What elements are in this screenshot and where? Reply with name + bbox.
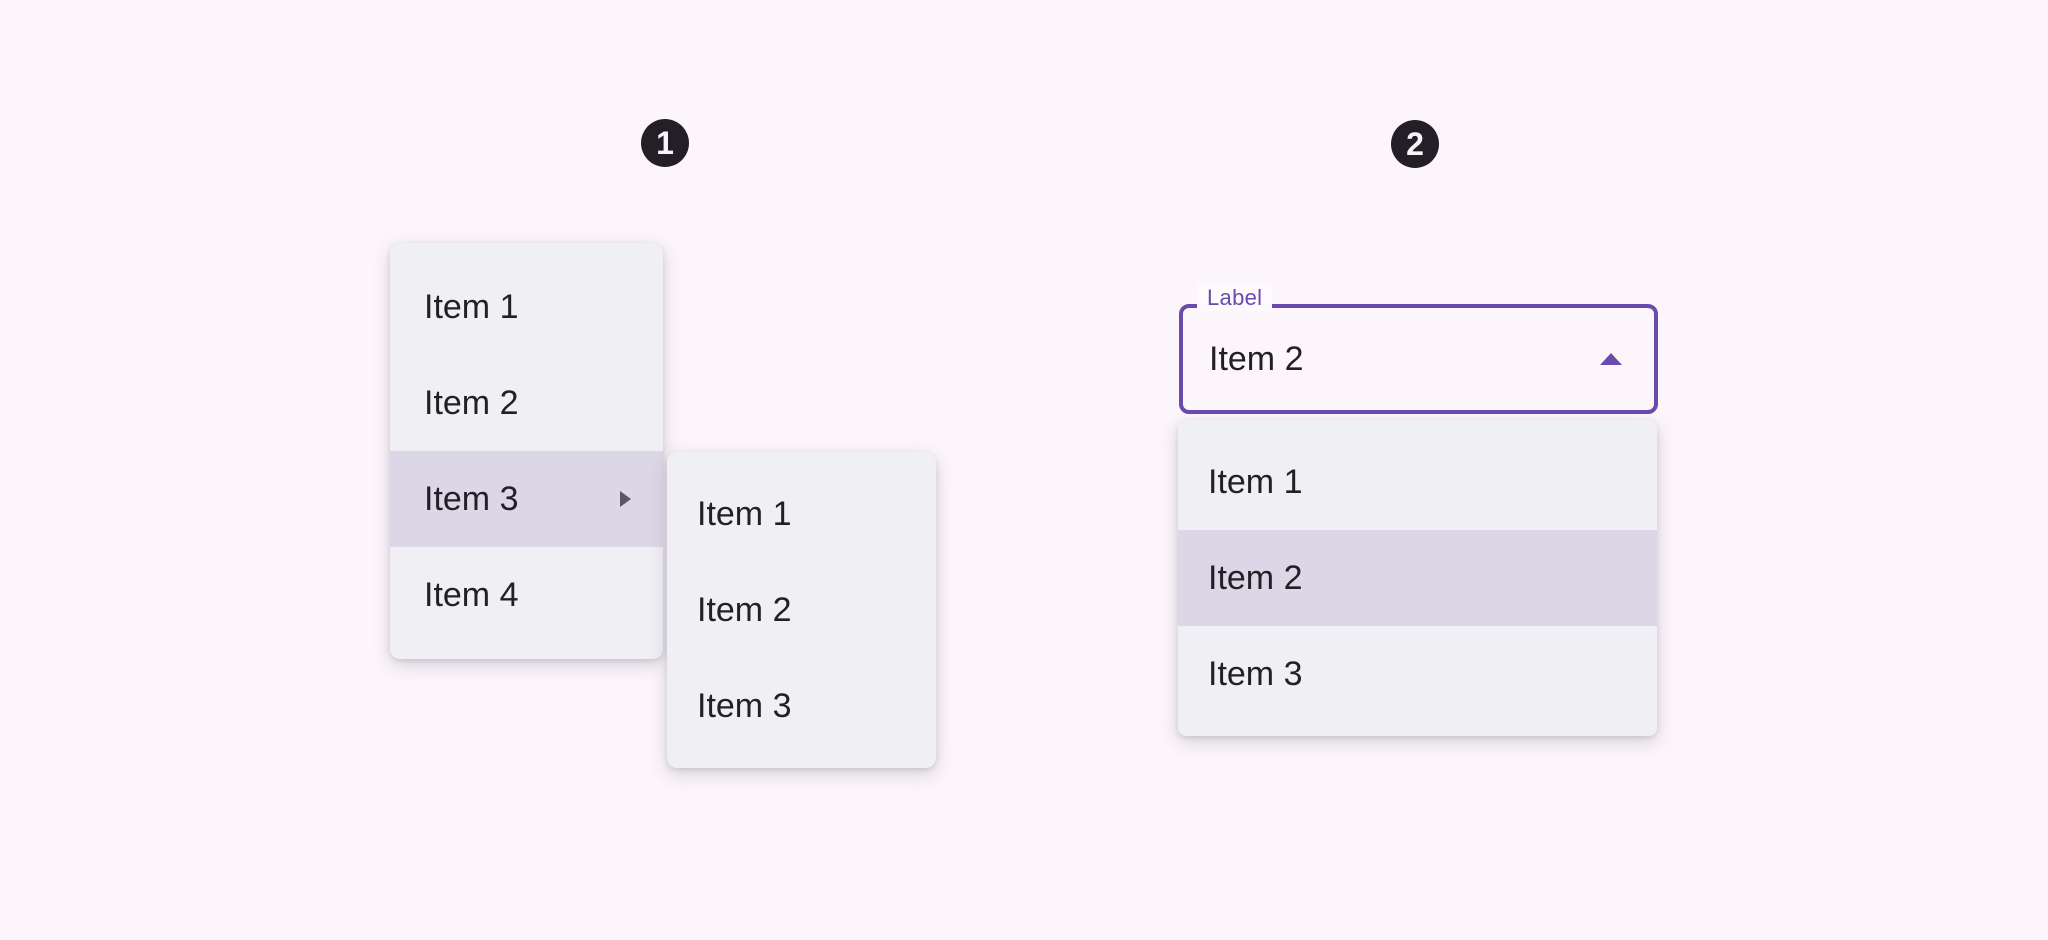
menu-item-label: Item 1 [697, 494, 792, 533]
menu-item-label: Item 2 [697, 590, 792, 629]
option-label: Item 1 [1208, 462, 1303, 501]
context-menu: Item 1 Item 2 Item 3 Item 4 [390, 243, 663, 659]
menu-item-4[interactable]: Item 4 [390, 547, 663, 643]
select-option-1[interactable]: Item 1 [1178, 434, 1657, 530]
menu-item-label: Item 1 [424, 287, 519, 326]
menu-item-label: Item 4 [424, 575, 519, 614]
select-option-3[interactable]: Item 3 [1178, 626, 1657, 722]
select-floating-label: Label [1197, 284, 1273, 311]
menu-item-label: Item 2 [424, 383, 519, 422]
option-label: Item 3 [1208, 654, 1303, 693]
submenu-arrow-icon [620, 491, 631, 507]
select-value: Item 2 [1209, 339, 1304, 378]
select-option-list: Item 1 Item 2 Item 3 [1178, 420, 1657, 736]
select-option-2[interactable]: Item 2 [1178, 530, 1657, 626]
submenu-item-3[interactable]: Item 3 [667, 658, 936, 754]
menu-item-3[interactable]: Item 3 [390, 451, 663, 547]
submenu-item-2[interactable]: Item 2 [667, 562, 936, 658]
menu-item-1[interactable]: Item 1 [390, 259, 663, 355]
option-label: Item 2 [1208, 558, 1303, 597]
menu-item-label: Item 3 [424, 479, 519, 518]
select-field[interactable]: Label Item 2 [1179, 284, 1658, 414]
step-badge-2: 2 [1391, 120, 1439, 168]
context-submenu: Item 1 Item 2 Item 3 [667, 452, 936, 768]
menu-item-2[interactable]: Item 2 [390, 355, 663, 451]
submenu-item-1[interactable]: Item 1 [667, 466, 936, 562]
step-badge-1: 1 [641, 119, 689, 167]
arrow-drop-up-icon [1600, 353, 1622, 365]
menu-item-label: Item 3 [697, 686, 792, 725]
